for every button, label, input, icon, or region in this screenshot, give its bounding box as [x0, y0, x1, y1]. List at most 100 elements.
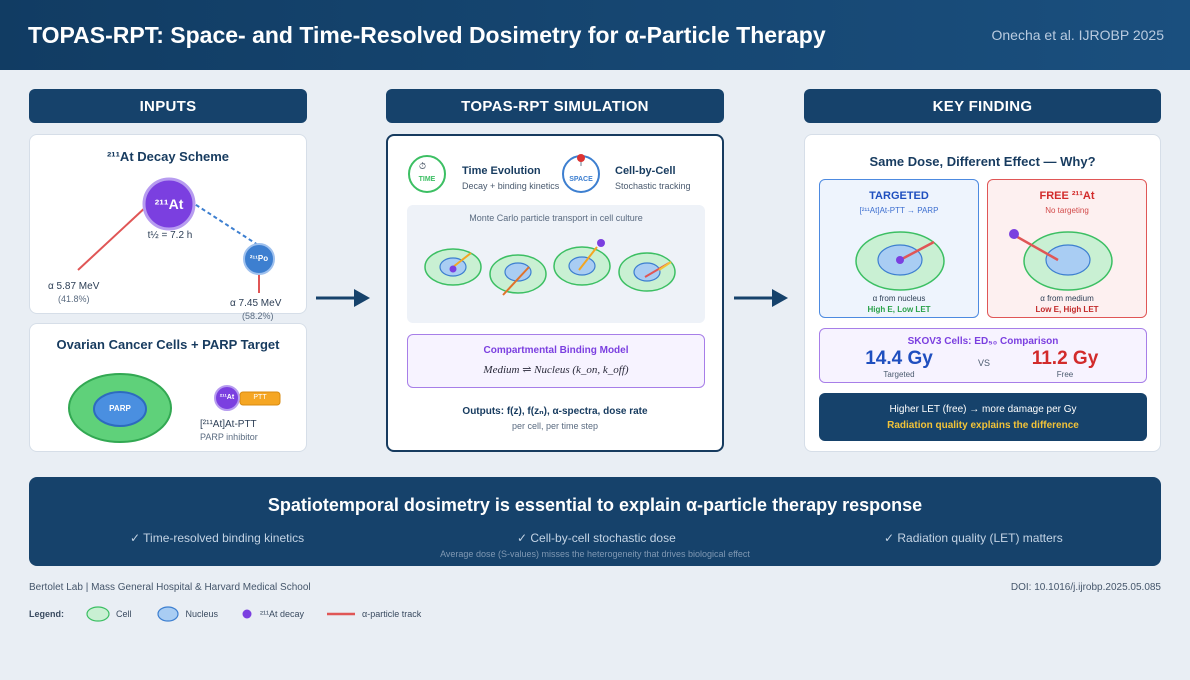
- free-ed50-value: 11.2 Gy: [1031, 348, 1099, 369]
- daughter-nuclide-label: ²¹¹Po: [249, 254, 269, 263]
- binding-model-panel: Compartmental Binding Model Medium ⇌ Nuc…: [407, 334, 705, 388]
- cancer-cells-card: Ovarian Cancer Cells + PARP Target PARP …: [29, 323, 307, 452]
- monte-carlo-label: Monte Carlo particle transport in cell c…: [469, 213, 643, 223]
- decay-point: [1009, 229, 1019, 239]
- vs-label: VS: [977, 358, 990, 368]
- arrow-right-icon: [734, 289, 788, 307]
- decay-scheme-diagram: [77, 177, 275, 293]
- binding-model-title: Compartmental Binding Model: [483, 345, 629, 356]
- targeted-ed50-label: Targeted: [883, 370, 915, 379]
- cell-by-cell-title: Cell-by-Cell: [615, 165, 676, 177]
- decay-point: [449, 265, 457, 273]
- monte-carlo-panel: Monte Carlo particle transport in cell c…: [407, 205, 705, 323]
- free-cell-diagram: [1009, 229, 1113, 291]
- at211-label-icon: [214, 385, 240, 411]
- targeted-ed50-value: 14.4 Gy: [865, 348, 933, 369]
- halflife-label: t½ = 7.2 h: [147, 230, 193, 241]
- clock-icon: [408, 155, 446, 193]
- targeted-panel: TARGETED [²¹¹At]At-PTT → PARP α from nuc…: [819, 179, 979, 318]
- ed50-title: SKOV3 Cells: ED₅₀ Comparison: [907, 336, 1059, 347]
- decay-point: [896, 256, 904, 264]
- legend-decay-icon: [242, 609, 252, 619]
- ptt-molecule-icon: [239, 391, 281, 406]
- targeted-quality: High E, Low LET: [867, 305, 931, 314]
- parent-nuclide-label: ²¹¹At: [154, 196, 184, 212]
- page-title: TOPAS-RPT: Space- and Time-Resolved Dosi…: [28, 21, 826, 48]
- parp-label: PARP: [109, 404, 131, 413]
- outputs-desc: per cell, per time step: [511, 421, 599, 431]
- finding-header: KEY FINDING: [804, 89, 1161, 123]
- free-subtitle: No targeting: [1045, 206, 1089, 215]
- decay-scheme-card: ²¹¹At Decay Scheme ²¹¹At t½ = 7.2 h ²¹¹P…: [29, 134, 307, 321]
- free-quality: Low E, High LET: [1035, 305, 1099, 314]
- conclusion-note: Average dose (S-values) misses the heter…: [440, 549, 750, 559]
- legend-label: Legend:: [29, 609, 64, 619]
- finding-question: Same Dose, Different Effect — Why?: [869, 154, 1096, 169]
- alpha1-branch: (41.8%): [58, 294, 90, 304]
- po211-nucleus-icon: [243, 243, 275, 275]
- alpha2-branch: (58.2%): [242, 311, 274, 321]
- alpha2-energy: α 7.45 MeV: [230, 298, 282, 309]
- alpha-track: [658, 261, 672, 271]
- legend: Legend: Cell Nucleus ²¹¹At decay α-parti…: [29, 606, 421, 622]
- alpha1-energy: α 5.87 MeV: [48, 281, 100, 292]
- time-evolution-title: Time Evolution: [462, 165, 541, 177]
- conclusion-point-1: ✓ Time-resolved binding kinetics: [130, 531, 305, 545]
- cancer-cells-title: Ovarian Cancer Cells + PARP Target: [56, 337, 280, 352]
- conclusion-point-2: ✓ Cell-by-cell stochastic dose: [517, 531, 676, 545]
- targeted-title: TARGETED: [869, 190, 929, 202]
- cell-culture-diagram: [424, 239, 676, 296]
- nucleus: [633, 262, 661, 282]
- space-icon-label: SPACE: [569, 176, 593, 183]
- simulation-panel: ⏱ TIME SPACE Time Evolution Decay + bind…: [386, 134, 724, 452]
- lab-credit: Bertolet Lab | Mass General Hospital & H…: [29, 582, 311, 593]
- alpha-track: [899, 240, 935, 262]
- key-finding-card: Same Dose, Different Effect — Why? TARGE…: [804, 134, 1161, 452]
- nucleus: [504, 262, 532, 282]
- free-ed50-label: Free: [1056, 370, 1074, 379]
- conclusion-title: Spatiotemporal dosimetry is essential to…: [267, 495, 923, 515]
- explanation-line2: Radiation quality explains the differenc…: [887, 420, 1079, 431]
- explanation-box: Higher LET (free) → more damage per Gy R…: [819, 393, 1147, 441]
- decay-scheme-title: ²¹¹At Decay Scheme: [106, 149, 230, 164]
- decay-point: [597, 239, 605, 247]
- targeted-subtitle: [²¹¹At]At-PTT → PARP: [859, 206, 939, 215]
- explanation-line1: Higher LET (free) → more damage per Gy: [889, 404, 1077, 415]
- nucleus: [1045, 244, 1091, 276]
- alpha-track: [1013, 233, 1059, 262]
- cancer-cell-diagram: [68, 373, 281, 443]
- doi-link[interactable]: DOI: 10.1016/j.ijrobp.2025.05.085: [1010, 582, 1161, 593]
- nucleus-icon: [93, 391, 147, 427]
- cell-by-cell-desc: Stochastic tracking: [615, 181, 691, 191]
- simulation-icons: [408, 154, 600, 193]
- ed50-comparison-panel: SKOV3 Cells: ED₅₀ Comparison 14.4 Gy Tar…: [819, 328, 1147, 383]
- ptt-label: PTT: [253, 394, 267, 401]
- free-title: FREE ²¹¹At: [1039, 190, 1095, 202]
- free-panel: FREE ²¹¹At No targeting α from medium Lo…: [987, 179, 1147, 318]
- stopwatch-icon: ⏱: [419, 161, 427, 171]
- compound-desc: PARP inhibitor: [200, 432, 258, 442]
- alpha1-track: [77, 204, 149, 271]
- binding-equation: Medium ⇌ Nucleus (k_on, k_off): [483, 364, 629, 376]
- targeted-cell-diagram: [855, 231, 945, 291]
- legend-decay-text: ²¹¹At decay: [260, 609, 305, 619]
- header-bar: TOPAS-RPT: Space- and Time-Resolved Dosi…: [0, 0, 1190, 70]
- arrow-right-icon: [316, 289, 370, 307]
- at211-nucleus-icon: [142, 177, 196, 231]
- simulation-header: TOPAS-RPT SIMULATION: [386, 89, 724, 123]
- compound-name: [²¹¹At]At-PTT: [200, 419, 257, 430]
- conclusion-banner: Spatiotemporal dosimetry is essential to…: [29, 477, 1161, 566]
- targeted-origin: α from nucleus: [872, 294, 926, 303]
- time-evolution-desc: Decay + binding kinetics: [462, 181, 560, 191]
- legend-track-text: α-particle track: [362, 609, 422, 619]
- legend-nucleus-icon: [156, 606, 179, 622]
- legend-cell-icon: [86, 606, 110, 622]
- citation: Onecha et al. IJROBP 2025: [991, 27, 1164, 43]
- legend-track-icon: [327, 612, 356, 616]
- legend-nucleus-text: Nucleus: [185, 609, 219, 619]
- inputs-header: INPUTS: [29, 89, 307, 123]
- legend-cell-text: Cell: [116, 609, 132, 619]
- at-label: ²¹¹At: [219, 394, 235, 401]
- alpha-track: [578, 246, 598, 271]
- outputs-label: Outputs: f(z), f(zₙ), α-spectra, dose ra…: [462, 406, 648, 417]
